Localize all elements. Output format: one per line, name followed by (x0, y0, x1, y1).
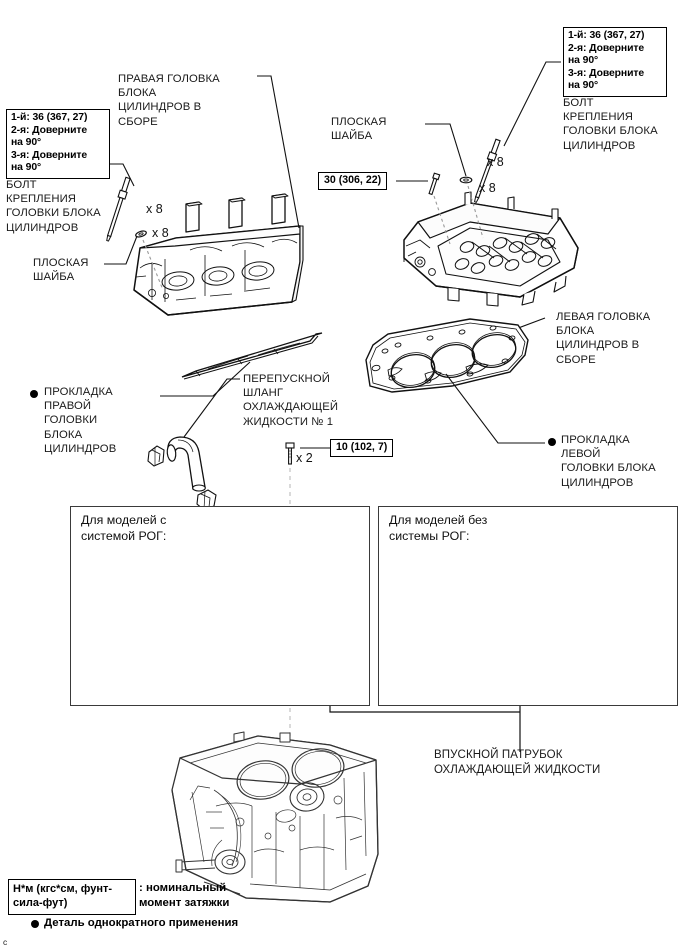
label-right-head-assy: ПРАВАЯ ГОЛОВКА БЛОКА ЦИЛИНДРОВ В СБОРЕ (118, 73, 220, 128)
left-cylinder-head-illustration (403, 191, 579, 307)
label-left-head-gasket: ПРОКЛАДКА ЛЕВОЙ ГОЛОВКИ БЛОКА ЦИЛИНДРОВ (561, 434, 656, 489)
panel-with-egr (70, 506, 370, 706)
cylinder-block-illustration (171, 731, 379, 903)
qty-washer-left-x8: х 8 (152, 226, 169, 240)
label-plain-washer-right: ПЛОСКАЯ ШАЙБА (331, 116, 387, 143)
panel-without-egr (378, 506, 678, 706)
label-right-head-gasket: ПРОКЛАДКА ПРАВОЙ ГОЛОВКИ БЛОКА ЦИЛИНДРОВ (44, 386, 117, 455)
corner-mark: c (3, 937, 8, 947)
left-head-gasket-illustration (365, 318, 529, 393)
leader-lines-right (396, 61, 561, 334)
label-bypass-hose: ПЕРЕПУСКНОЙ ШЛАНГ ОХЛАЖДАЮЩЕЙ ЖИДКОСТИ №… (243, 373, 339, 428)
label-left-head-assy: ЛЕВАЯ ГОЛОВКА БЛОКА ЦИЛИНДРОВ В СБОРЕ (556, 311, 651, 366)
bypass-hose-illustration (166, 436, 206, 492)
label-head-bolt-left: БОЛТ КРЕПЛЕНИЯ ГОЛОВКИ БЛОКА ЦИЛИНДРОВ (6, 179, 101, 234)
panel-title-with-egr: Для моделей с системой РОГ: (81, 513, 167, 543)
qty-bolt-x2: х 2 (296, 451, 313, 465)
qty-bolt-left-x8: х 8 (146, 202, 163, 216)
torque-box-bolt-30: 30 (306, 22) (318, 172, 388, 190)
legend-unit-description: : номинальный момент затяжки (139, 882, 230, 909)
panel-title-without-egr: Для моделей без системы РОГ: (389, 513, 488, 543)
torque-box-bolt-10: 10 (102, 7) (330, 439, 394, 457)
label-coolant-inlet-pipe: ВПУСКНОЙ ПАТРУБОК ОХЛАЖДАЮЩЕЙ ЖИДКОСТИ (434, 749, 601, 776)
label-head-bolt-right: БОЛТ КРЕПЛЕНИЯ ГОЛОВКИ БЛОКА ЦИЛИНДРОВ (563, 97, 658, 152)
legend-single-use-text: Деталь однократного применения (44, 917, 239, 929)
legend-unit-box: Н*м (кгс*см, фунт- сила-фут) (8, 879, 136, 915)
bolt-x2-illustration (285, 442, 295, 465)
leader-bypass-hose (183, 378, 240, 438)
leader-left-gasket (445, 373, 545, 444)
torque-box-right-head-bolt: 1-й: 36 (367, 27) 2-я: Доверните на 90° … (6, 109, 110, 179)
single-use-bullet-right-gasket (30, 390, 38, 398)
leader-right-gasket (160, 361, 251, 397)
qty-washer-right-x8: х 8 (479, 181, 496, 195)
torque-box-left-head-bolt: 1-й: 36 (367, 27) 2-я: Доверните на 90° … (563, 27, 667, 97)
legend-single-use-bullet (31, 920, 39, 928)
qty-bolt-right-x8: х 8 (487, 155, 504, 169)
single-use-bullet-left-gasket (548, 438, 556, 446)
bolt-30nm-illustration (428, 172, 451, 245)
label-plain-washer-left: ПЛОСКАЯ ШАЙБА (33, 257, 89, 284)
